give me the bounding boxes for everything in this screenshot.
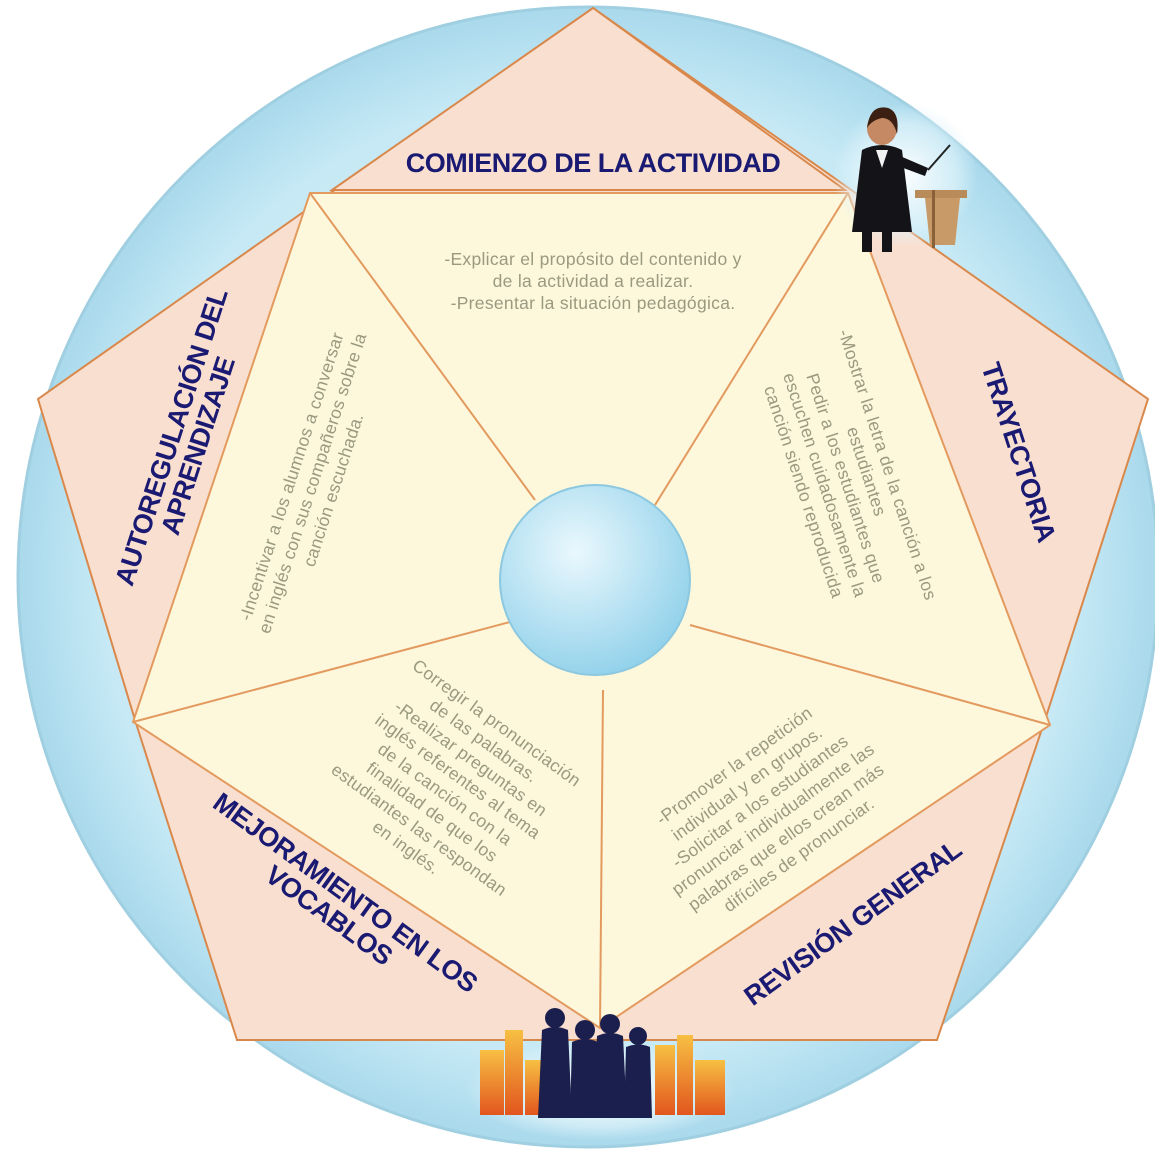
people-group-city-icon [465, 1008, 735, 1140]
divider-line [132, 621, 511, 723]
segment-text-comienzo: -Explicar el propósito del contenido y d… [444, 249, 741, 313]
outer-segment-top [328, 6, 849, 191]
divider-line [309, 192, 536, 501]
segment-dividers [132, 192, 1051, 1029]
segment-line: -Explicar el propósito del contenido y [444, 249, 741, 269]
divider-line [689, 624, 1051, 726]
segment-line: de la actividad a realizar. [493, 271, 694, 291]
divider-line [599, 689, 604, 1029]
segment-text-mejoramiento: Corregir la pronunciación de las palabra… [328, 655, 585, 900]
divider-line [654, 192, 849, 506]
stage-title-comienzo: COMIENZO DE LA ACTIVIDAD [406, 148, 781, 178]
teacher-at-podium-icon [833, 103, 977, 252]
center-circle [499, 484, 691, 676]
segment-line: -Presentar la situación pedagógica. [451, 293, 736, 313]
